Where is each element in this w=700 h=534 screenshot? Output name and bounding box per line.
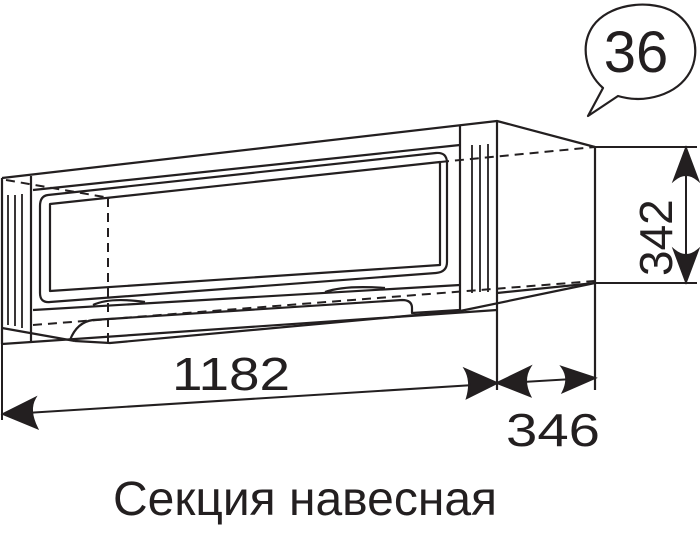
width-dimension: 1182 xyxy=(172,348,290,400)
arrow-left-icon xyxy=(0,395,40,430)
arrow-left-icon xyxy=(494,364,533,398)
depth-dimension: 346 xyxy=(506,404,600,456)
cabinet-top-edge xyxy=(1,119,596,180)
door-frame-inner xyxy=(48,160,442,293)
arrow-up-icon xyxy=(671,145,700,184)
speech-bubble-icon xyxy=(584,3,697,118)
arrow-right-icon xyxy=(559,365,598,395)
item-number: 36 xyxy=(603,20,669,85)
door-frame-outer xyxy=(38,151,449,304)
arrow-down-icon xyxy=(671,246,700,285)
height-dimension: 342 xyxy=(630,199,682,276)
arrow-right-icon xyxy=(462,366,500,400)
item-caption: Секция навесная xyxy=(112,473,498,526)
